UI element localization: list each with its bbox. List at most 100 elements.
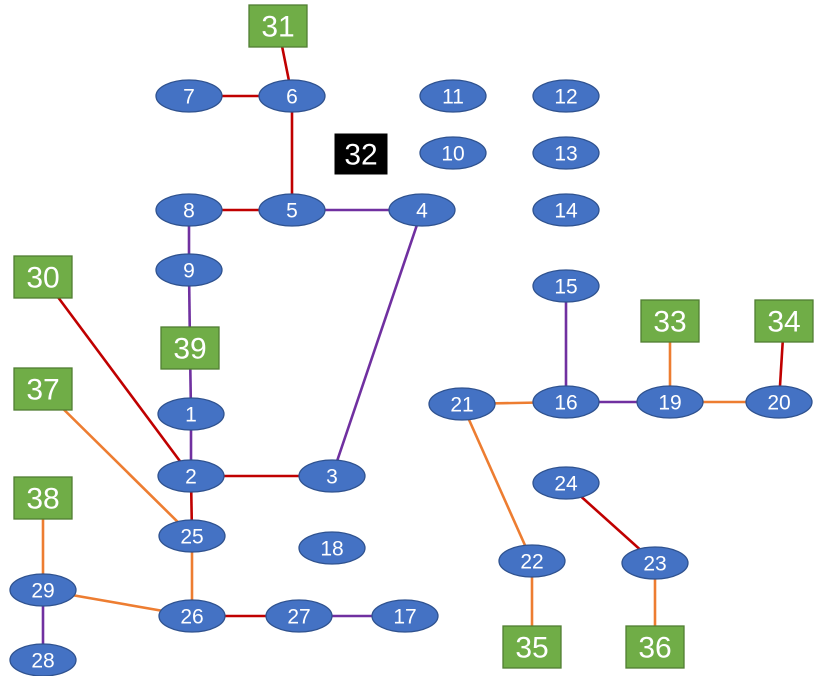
generator-node-shape <box>13 367 73 411</box>
bus-node-shape <box>9 643 77 676</box>
bus-node-shape <box>532 269 600 303</box>
bus-node-shape <box>157 459 225 493</box>
node-27: 27 <box>265 599 333 633</box>
bus-node-shape <box>745 385 813 419</box>
node-label: 23 <box>643 553 666 576</box>
node-label: 22 <box>520 551 543 574</box>
node-label: 39 <box>173 333 206 366</box>
generator-node-shape <box>640 299 700 343</box>
node-label: 25 <box>180 526 203 549</box>
bus-node-shape <box>428 387 496 421</box>
bus-node-shape <box>157 397 225 431</box>
edge-37-25 <box>42 388 193 537</box>
node-23: 23 <box>621 546 689 580</box>
bus-node-shape <box>155 253 223 287</box>
node-label: 35 <box>515 632 548 665</box>
node-label: 3 <box>326 466 338 489</box>
node-label: 14 <box>554 200 578 223</box>
bus-node-shape <box>532 466 600 500</box>
generator-node-shape <box>754 299 814 343</box>
node-label: 10 <box>441 143 464 166</box>
bus-node-shape <box>498 544 566 578</box>
node-2: 2 <box>157 459 225 493</box>
node-label: 24 <box>554 473 578 496</box>
node-19: 19 <box>636 385 704 419</box>
node-29: 29 <box>9 573 77 607</box>
node-label: 6 <box>286 86 298 109</box>
node-21: 21 <box>428 387 496 421</box>
node-11: 11 <box>419 79 487 113</box>
node-label: 26 <box>180 606 203 629</box>
node-label: 30 <box>26 262 59 295</box>
node-label: 36 <box>638 632 671 665</box>
node-20: 20 <box>745 385 813 419</box>
node-label: 20 <box>767 392 790 415</box>
bus-node-shape <box>388 193 456 227</box>
node-9: 9 <box>155 253 223 287</box>
node-label: 8 <box>183 200 195 223</box>
node-label: 31 <box>261 11 294 44</box>
generator-node-shape <box>625 625 685 669</box>
node-label: 5 <box>286 200 298 223</box>
node-26: 26 <box>158 599 226 633</box>
node-label: 4 <box>416 200 428 223</box>
node-33: 33 <box>640 299 700 343</box>
edge-30-2 <box>41 276 193 477</box>
node-label: 21 <box>450 394 473 417</box>
node-label: 27 <box>287 606 310 629</box>
bus-node-shape <box>298 531 366 565</box>
node-label: 11 <box>442 86 464 109</box>
generator-node-shape <box>13 476 73 520</box>
node-24: 24 <box>532 466 600 500</box>
node-31: 31 <box>248 4 308 48</box>
node-18: 18 <box>298 531 366 565</box>
bus-node-shape <box>621 546 689 580</box>
node-label: 1 <box>185 404 197 427</box>
node-label: 13 <box>554 143 577 166</box>
node-label: 9 <box>183 260 195 283</box>
bus-node-shape <box>532 136 600 170</box>
node-25: 25 <box>158 519 226 553</box>
node-34: 34 <box>754 299 814 343</box>
node-label: 18 <box>320 538 343 561</box>
node-label: 34 <box>767 306 800 339</box>
special-node-shape <box>334 133 388 175</box>
node-label: 12 <box>554 86 577 109</box>
node-12: 12 <box>532 79 600 113</box>
bus-node-shape <box>419 79 487 113</box>
bus-node-shape <box>158 599 226 633</box>
node-6: 6 <box>258 79 326 113</box>
node-28: 28 <box>9 643 77 676</box>
node-label: 38 <box>26 483 59 516</box>
node-39: 39 <box>160 326 220 370</box>
node-label: 32 <box>344 139 377 172</box>
bus-node-shape <box>265 599 333 633</box>
generator-node-shape <box>248 4 308 48</box>
node-3: 3 <box>298 459 366 493</box>
bus-node-shape <box>532 79 600 113</box>
node-22: 22 <box>498 544 566 578</box>
node-4: 4 <box>388 193 456 227</box>
node-label: 19 <box>658 392 681 415</box>
bus-node-shape <box>155 193 223 227</box>
node-35: 35 <box>502 625 562 669</box>
node-14: 14 <box>532 193 600 227</box>
edge-21-22 <box>460 403 534 562</box>
node-5: 5 <box>258 193 326 227</box>
bus-node-shape <box>9 573 77 607</box>
bus-node-shape <box>298 459 366 493</box>
node-15: 15 <box>532 269 600 303</box>
bus-node-shape <box>419 136 487 170</box>
node-16: 16 <box>532 385 600 419</box>
bus-node-shape <box>532 385 600 419</box>
generator-node-shape <box>502 625 562 669</box>
node-label: 37 <box>26 374 59 407</box>
node-label: 15 <box>554 276 577 299</box>
bus-node-shape <box>371 599 439 633</box>
node-36: 36 <box>625 625 685 669</box>
bus-node-shape <box>158 519 226 553</box>
node-38: 38 <box>13 476 73 520</box>
node-1: 1 <box>157 397 225 431</box>
